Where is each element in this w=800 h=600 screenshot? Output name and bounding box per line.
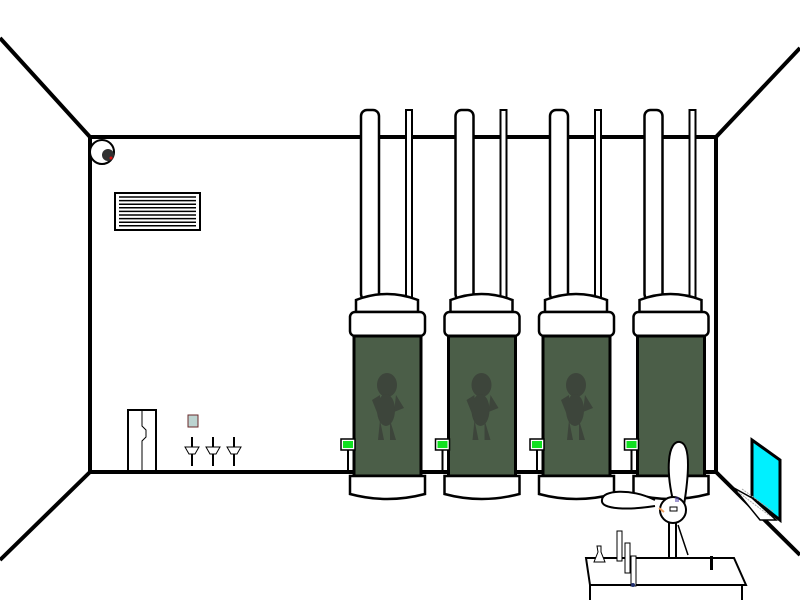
sink-icon [184, 437, 200, 466]
security-camera-icon [89, 139, 115, 165]
specimen-tank-4[interactable] [623, 108, 710, 501]
specimen-silhouette [561, 373, 593, 440]
mirror-icon [187, 414, 199, 428]
sink-icon [226, 437, 242, 466]
specimen-silhouette [466, 373, 499, 440]
control-panel-icon[interactable] [623, 438, 640, 472]
rabbit-character-icon[interactable] [601, 440, 689, 579]
specimen-tank-3[interactable] [529, 108, 616, 501]
control-panel-icon[interactable] [340, 438, 356, 472]
door-icon [127, 409, 157, 472]
lab-bench-icon [584, 530, 748, 600]
specimen-tank-1[interactable] [340, 108, 427, 501]
specimen-tank-2[interactable] [434, 108, 521, 501]
air-vent-icon [114, 192, 201, 231]
sink-icon [205, 437, 221, 466]
laptop-icon[interactable] [733, 437, 782, 524]
specimen-tanks [340, 108, 710, 501]
control-panel-icon[interactable] [529, 438, 545, 472]
sinks [184, 437, 242, 466]
specimen-silhouette [372, 373, 404, 440]
control-panel-icon[interactable] [434, 438, 451, 472]
